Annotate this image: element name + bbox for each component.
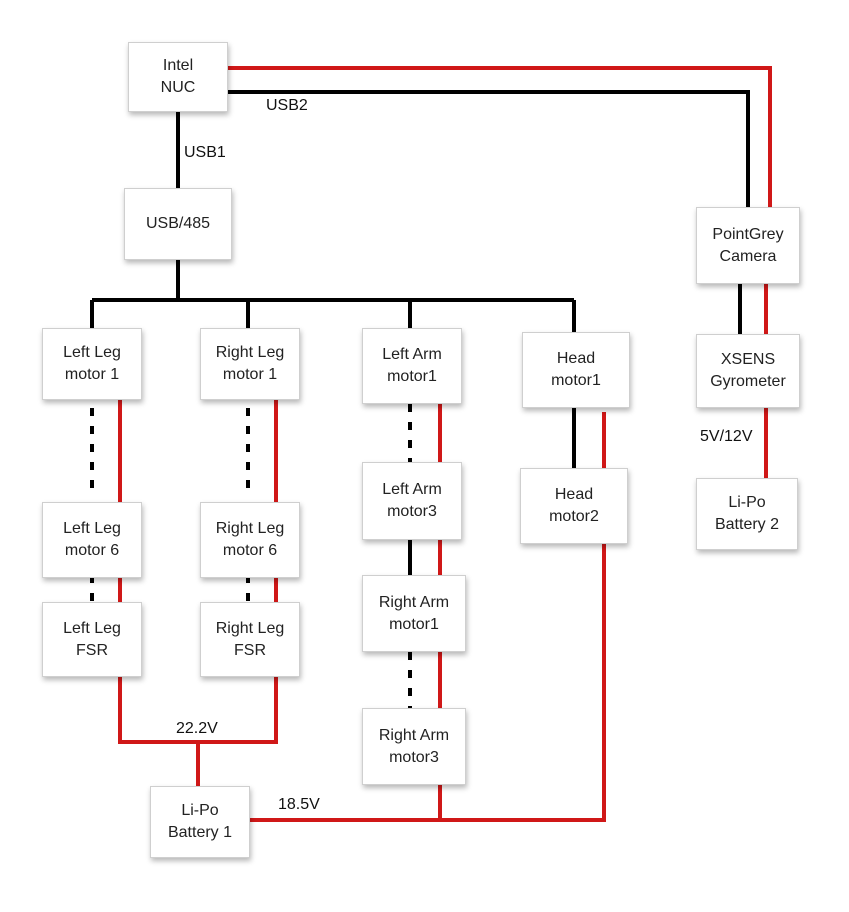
right-leg-motor-6-box: Right Leg motor 6 — [200, 502, 300, 578]
ll1-line2: motor 1 — [64, 366, 120, 383]
h2-line1: Head — [554, 486, 594, 503]
voltage-5v-12v-label: 5V/12V — [700, 428, 753, 445]
intel-nuc-line1: Intel — [162, 57, 194, 74]
la1-line1: Left Arm — [382, 346, 442, 363]
power-wires — [118, 66, 772, 822]
battery2-line2: Battery 2 — [714, 516, 780, 533]
ll1-line1: Left Leg — [63, 344, 121, 361]
rl6-line2: motor 6 — [222, 542, 278, 559]
usb1-label: USB1 — [184, 144, 226, 161]
rlfsr-line1: Right Leg — [215, 619, 285, 637]
camera-line2: Camera — [719, 247, 777, 265]
left-leg-fsr-box: Left Leg FSR — [42, 602, 142, 677]
nuc-camera-power — [228, 66, 772, 207]
rl1-line2: motor 1 — [222, 366, 278, 383]
ll6-line1: Left Leg — [63, 520, 121, 537]
battery2-line1: Li-Po — [728, 494, 766, 511]
head-motor1-box: Head motor1 — [522, 332, 630, 408]
camera-line1: PointGrey — [712, 225, 784, 243]
intel-nuc-line2: NUC — [160, 79, 196, 96]
right-leg-fsr-box: Right Leg FSR — [200, 602, 300, 677]
rlfsr-line2: FSR — [234, 641, 266, 659]
right-arm-motor1-box: Right Arm motor1 — [362, 575, 466, 652]
gyro-line1: XSENS — [720, 351, 776, 368]
intel-nuc-box: Intel NUC — [128, 42, 228, 112]
ra1-line1: Right Arm — [378, 593, 450, 611]
signal-wires — [90, 90, 750, 708]
left-leg-motor-6-box: Left Leg motor 6 — [42, 502, 142, 578]
left-arm-motor3-box: Left Arm motor3 — [362, 462, 462, 540]
lipo-battery-1-box: Li-Po Battery 1 — [150, 786, 250, 858]
left-arm-motor1-box: Left Arm motor1 — [362, 328, 462, 404]
h1-line1: Head — [556, 350, 596, 367]
lipo-battery-2-box: Li-Po Battery 2 — [696, 478, 798, 550]
xsens-gyrometer-box: XSENS Gyrometer — [696, 334, 800, 408]
ll6-line2: motor 6 — [64, 542, 120, 559]
right-arm-motor3-box: Right Arm motor3 — [362, 708, 466, 785]
voltage-22v-label: 22.2V — [176, 720, 218, 737]
ra3-line1: Right Arm — [378, 726, 450, 744]
usb485-line1: USB/485 — [145, 215, 211, 232]
h1-line2: motor1 — [551, 372, 601, 389]
right-leg-motor-1-box: Right Leg motor 1 — [200, 328, 300, 400]
rl6-line1: Right Leg — [215, 520, 285, 537]
rl1-line1: Right Leg — [215, 344, 285, 361]
usb2-label: USB2 — [266, 97, 308, 114]
battery1-line1: Li-Po — [181, 802, 219, 819]
la1-line2: motor1 — [387, 368, 437, 385]
la3-line1: Left Arm — [382, 481, 442, 498]
ra1-line2: motor1 — [389, 615, 439, 633]
ra3-line2: motor3 — [389, 748, 439, 766]
left-leg-motor-1-box: Left Leg motor 1 — [42, 328, 142, 400]
pointgrey-camera-box: PointGrey Camera — [696, 207, 800, 284]
head-motor2-box: Head motor2 — [520, 468, 628, 544]
usb485-box: USB/485 — [124, 188, 232, 260]
llfsr-line2: FSR — [76, 641, 108, 659]
la3-line2: motor3 — [387, 503, 437, 520]
h2-line2: motor2 — [549, 508, 599, 525]
voltage-18v-label: 18.5V — [278, 796, 320, 813]
battery1-line2: Battery 1 — [167, 824, 233, 841]
gyro-line2: Gyrometer — [710, 373, 786, 390]
llfsr-line1: Left Leg — [63, 619, 121, 637]
battery1-18v-bus — [250, 412, 606, 822]
usb2-wire — [228, 90, 750, 207]
